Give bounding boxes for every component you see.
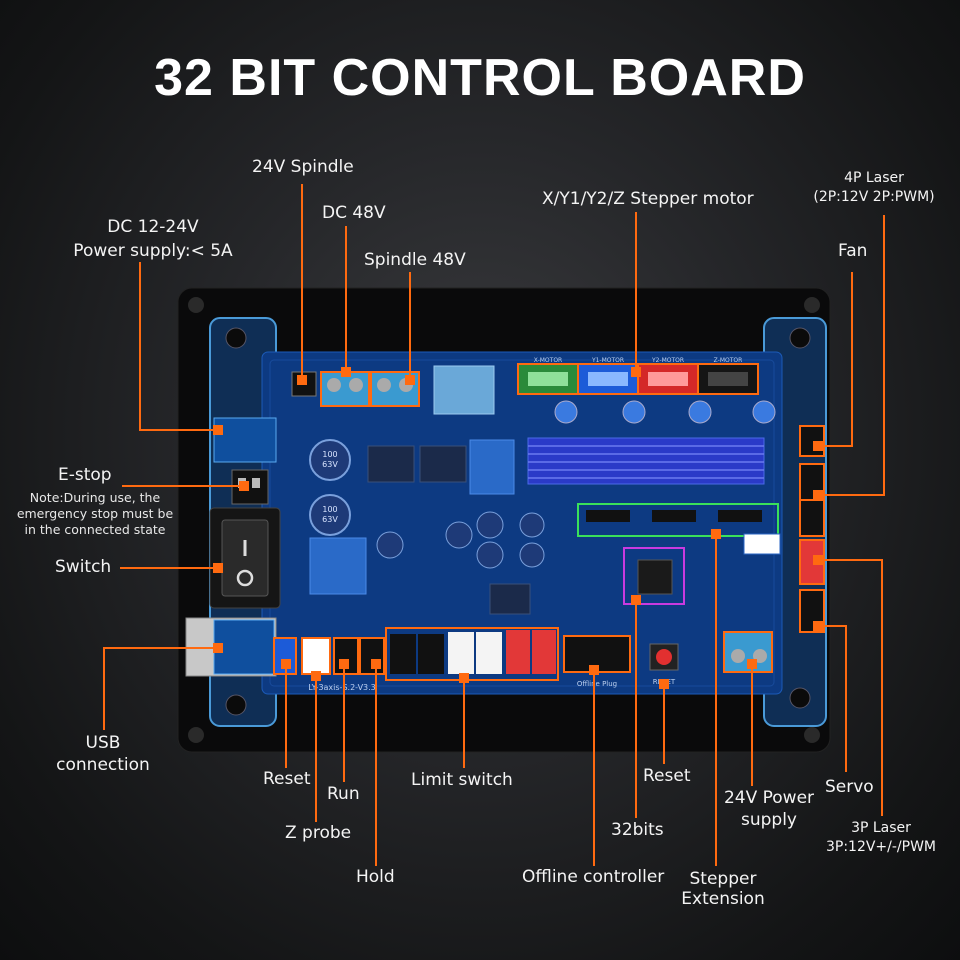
page-title: 32 BIT CONTROL BOARD: [154, 49, 806, 107]
standoff: [225, 694, 247, 716]
label-reset-left: Reset: [263, 769, 311, 789]
callout-lines: [103, 184, 885, 866]
svg-text:Y2-MOTOR: Y2-MOTOR: [651, 357, 684, 364]
capacitor: [309, 494, 351, 536]
label-stepper-motor: X/Y1/Y2/Z Stepper motor: [542, 189, 754, 209]
svg-text:X-MOTOR: X-MOTOR: [534, 357, 562, 364]
label-switch: Switch: [55, 557, 112, 577]
svg-text:Z-MOTOR: Z-MOTOR: [714, 357, 743, 364]
label-offline-controller: Offline controller: [522, 867, 665, 887]
stepper-extension-header: [577, 503, 779, 537]
label-4p-laser: 4P Laser(2P:12V 2P:PWM): [813, 170, 935, 205]
line-servo: [818, 625, 847, 772]
standoff: [789, 327, 811, 349]
label-spindle-48v: Spindle 48V: [364, 250, 466, 270]
reset-button-body: [649, 643, 679, 671]
reset-button-cap: [656, 649, 672, 665]
svg-text:Y1-MOTOR: Y1-MOTOR: [591, 357, 624, 364]
svg-text:100: 100: [322, 450, 337, 459]
line-laser3p: [818, 559, 883, 816]
label-reset-right: Reset: [643, 766, 691, 786]
limit-switch-group: [385, 627, 559, 681]
screw-hole: [804, 727, 820, 743]
svg-text:LY-3axis-S.2-V3.3: LY-3axis-S.2-V3.3: [308, 683, 376, 692]
small-heatsink: [433, 365, 495, 415]
capacitor: [309, 439, 351, 481]
label-run: Run: [327, 784, 360, 804]
svg-text:100: 100: [322, 505, 337, 514]
svg-text:Offline Plug: Offline Plug: [577, 680, 617, 688]
dc-jack: [213, 417, 277, 463]
line-dc-supply: [139, 262, 218, 431]
screw-hole: [804, 297, 820, 313]
zprobe-connector: [301, 637, 331, 675]
screw-hole: [188, 297, 204, 313]
line-fan: [818, 215, 885, 496]
mcu-outline: [623, 547, 685, 605]
driver-heatsink: [527, 437, 765, 485]
line-usb: [103, 647, 218, 730]
label-servo: Servo: [825, 777, 874, 797]
label-dc-48v: DC 48V: [322, 203, 386, 223]
label-32bits: 32bits: [611, 820, 664, 840]
line-laser4p: [818, 272, 853, 447]
standoff: [225, 327, 247, 349]
label-24v-spindle: 24V Spindle: [252, 157, 354, 177]
standoff: [789, 687, 811, 709]
svg-text:63V: 63V: [322, 460, 338, 469]
label-limit-switch: Limit switch: [411, 770, 513, 790]
label-hold: Hold: [356, 867, 395, 887]
label-zprobe: Z probe: [285, 823, 352, 843]
dc48-terminal: [320, 371, 370, 407]
screw-hole: [188, 727, 204, 743]
label-fan: Fan: [838, 241, 868, 261]
svg-text:63V: 63V: [322, 515, 338, 524]
mcu-chip: [637, 559, 673, 595]
callout-dots: [213, 367, 823, 689]
label-estop: E-stop: [58, 465, 112, 485]
